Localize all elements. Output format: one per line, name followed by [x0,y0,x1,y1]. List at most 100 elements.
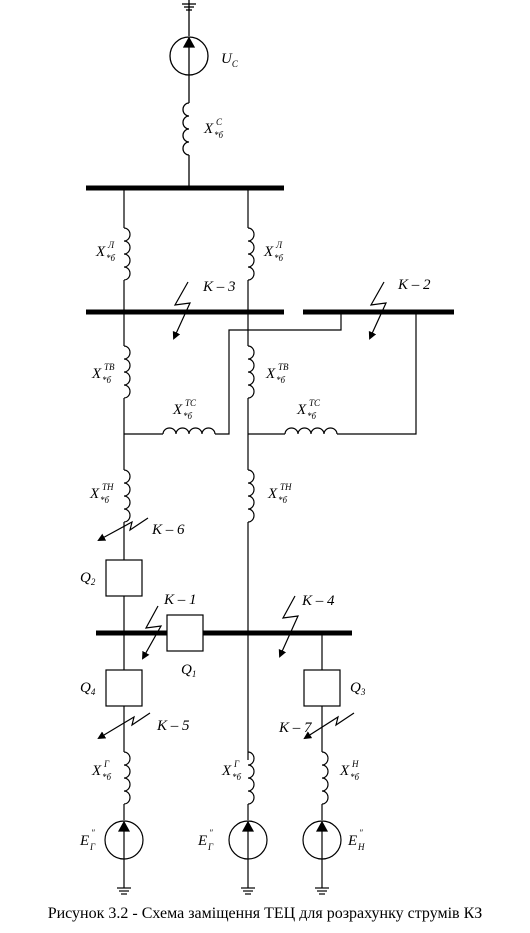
svg-text:Н: Н [351,759,359,769]
tn-left-coil [123,469,131,523]
reactance-tc-left-label: X ТС *б [172,398,197,421]
svg-text:X: X [203,121,214,137]
svg-text:*б: *б [276,375,286,385]
svg-text:ТВ: ТВ [104,362,115,372]
svg-text:*б: *б [102,375,112,385]
gen-mid-emf-icon [228,820,268,860]
svg-text:ТН: ТН [102,482,114,492]
svg-text:*б: *б [232,772,242,782]
emf-gen-mid-label: E ″ Г [197,828,214,852]
breaker-q1 [166,614,204,652]
svg-text:*б: *б [102,772,112,782]
svg-text:Г: Г [233,759,240,769]
svg-text:*б: *б [106,253,116,263]
svg-text:Г: Г [207,842,214,852]
svg-text:″: ″ [91,828,95,838]
svg-text:*б: *б [274,253,284,263]
line-right-coil [247,227,255,281]
fault-k4-label: K – 4 [301,593,335,609]
ground-icon [117,887,131,895]
reactance-system-label: X С *б [203,117,224,140]
svg-text:С: С [216,117,223,127]
fault-k7-label: K – 7 [278,720,313,736]
svg-text:X: X [296,402,307,418]
gen-left-emf-icon [104,820,144,860]
tv-left-coil [123,345,131,399]
svg-text:X: X [172,402,183,418]
svg-text:X: X [91,763,102,779]
fault-k5-label: K – 5 [156,718,190,734]
svg-text:E: E [79,833,89,849]
load-emf-icon [302,820,342,860]
svg-text:E: E [197,833,207,849]
ground-icon [315,887,329,895]
reactance-tn-right-label: X ТН *б [267,482,292,505]
svg-text:″: ″ [209,828,213,838]
emf-load-label: E ″ Н [347,828,365,852]
svg-text:Г: Г [103,759,110,769]
ground-icon [241,887,255,895]
breaker-q4 [105,669,143,707]
svg-text:Л: Л [107,240,115,250]
gen-mid-coil [247,751,255,805]
source-label: UС [221,51,239,69]
load-coil [321,751,329,805]
reactance-gen-mid-label: X Г *б [221,759,242,782]
svg-text:X: X [95,244,106,260]
reactance-line-left-label: X Л *б [95,240,116,263]
breaker-q2-label: Q2 [80,570,96,587]
svg-text:*б: *б [307,411,317,421]
fault-k6-arrow [97,517,149,541]
tc-left-coil [162,427,216,435]
svg-text:ТВ: ТВ [278,362,289,372]
emf-gen-left-label: E ″ Г [79,828,96,852]
svg-text:ТН: ТН [280,482,292,492]
svg-text:X: X [339,763,350,779]
svg-text:Н: Н [357,842,365,852]
svg-text:*б: *б [278,495,288,505]
svg-text:ТС: ТС [185,398,197,408]
reactance-tv-left-label: X ТВ *б [91,362,115,385]
svg-text:*б: *б [100,495,110,505]
svg-text:X: X [221,763,232,779]
breaker-q1-label: Q1 [181,662,196,679]
reactance-tn-left-label: X ТН *б [89,482,114,505]
svg-text:X: X [267,486,278,502]
fault-k6-label: K – 6 [151,522,185,538]
svg-text:X: X [89,486,100,502]
svg-text:X: X [91,366,102,382]
breaker-q3-label: Q3 [350,680,366,697]
tn-right-coil [247,469,255,523]
fault-k2-label: K – 2 [397,277,431,293]
svg-text:Л: Л [275,240,283,250]
equivalent-circuit-diagram: UС X С *б X Л *б X Л *б X ТВ *б X ТВ *б … [79,0,454,895]
ground-icon [182,0,196,36]
gen-left-coil [123,751,131,805]
fault-k3-label: K – 3 [202,279,236,295]
reactance-line-right-label: X Л *б [263,240,284,263]
fault-k3-arrow [172,281,191,340]
reactance-tv-right-label: X ТВ *б [265,362,289,385]
breaker-q3 [303,669,341,707]
reactance-load-label: X Н *б [339,759,360,782]
breaker-q4-label: Q4 [80,680,96,697]
reactance-tc-right-label: X ТС *б [296,398,321,421]
svg-text:*б: *б [214,130,224,140]
fault-k1-label: K – 1 [163,592,197,608]
figure-caption: Рисунок 3.2 - Схема заміщення ТЕЦ для ро… [47,905,483,922]
fault-k2-arrow [368,281,387,340]
svg-text:*б: *б [350,772,360,782]
svg-text:*б: *б [183,411,193,421]
system-source-icon [169,36,209,103]
fault-k5-arrow [97,712,151,740]
fault-k7-arrow [303,712,355,740]
svg-text:E: E [347,833,357,849]
svg-text:X: X [265,366,276,382]
svg-text:″: ″ [359,828,363,838]
reactance-gen-left-label: X Г *б [91,759,112,782]
svg-text:X: X [263,244,274,260]
fault-k4-arrow [278,595,299,658]
fault-k1-arrow [142,605,163,660]
svg-text:ТС: ТС [309,398,321,408]
tc-right-coil [284,427,338,435]
